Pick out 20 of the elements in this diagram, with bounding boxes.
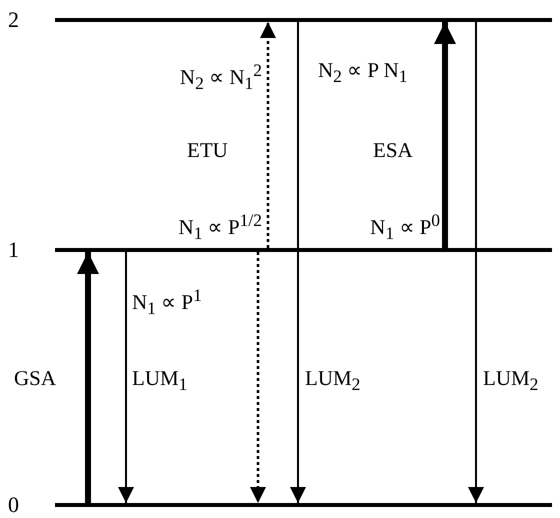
edge-label: ETU	[187, 138, 228, 162]
formula-label: N$_{2}$ ∝ P N$_{1}$	[318, 58, 408, 88]
dotted-arrow	[260, 22, 276, 248]
formula-label: N$_{1}$ ∝ P$^{1/2}$	[178, 209, 262, 246]
level-label: 2	[8, 7, 19, 33]
formula-label: N$_{1}$ ∝ P$^{1}$	[132, 284, 202, 320]
level-label: 1	[8, 237, 19, 263]
arrow	[118, 252, 134, 503]
edge-label: LUM$_{2}$	[305, 366, 360, 396]
edge-label: LUM$_{2}$	[483, 366, 538, 396]
edge-label: ESA	[373, 138, 413, 162]
thick-arrow	[77, 252, 99, 503]
dotted-arrow	[250, 252, 266, 503]
level-label: 0	[8, 492, 19, 518]
formula-label: N$_{1}$ ∝ P$^{0}$	[370, 209, 440, 246]
arrow	[468, 22, 484, 503]
edge-label: LUM$_{1}$	[132, 366, 188, 396]
thick-arrow	[434, 22, 456, 248]
arrow	[290, 22, 306, 503]
edge-label: GSA	[14, 366, 56, 390]
